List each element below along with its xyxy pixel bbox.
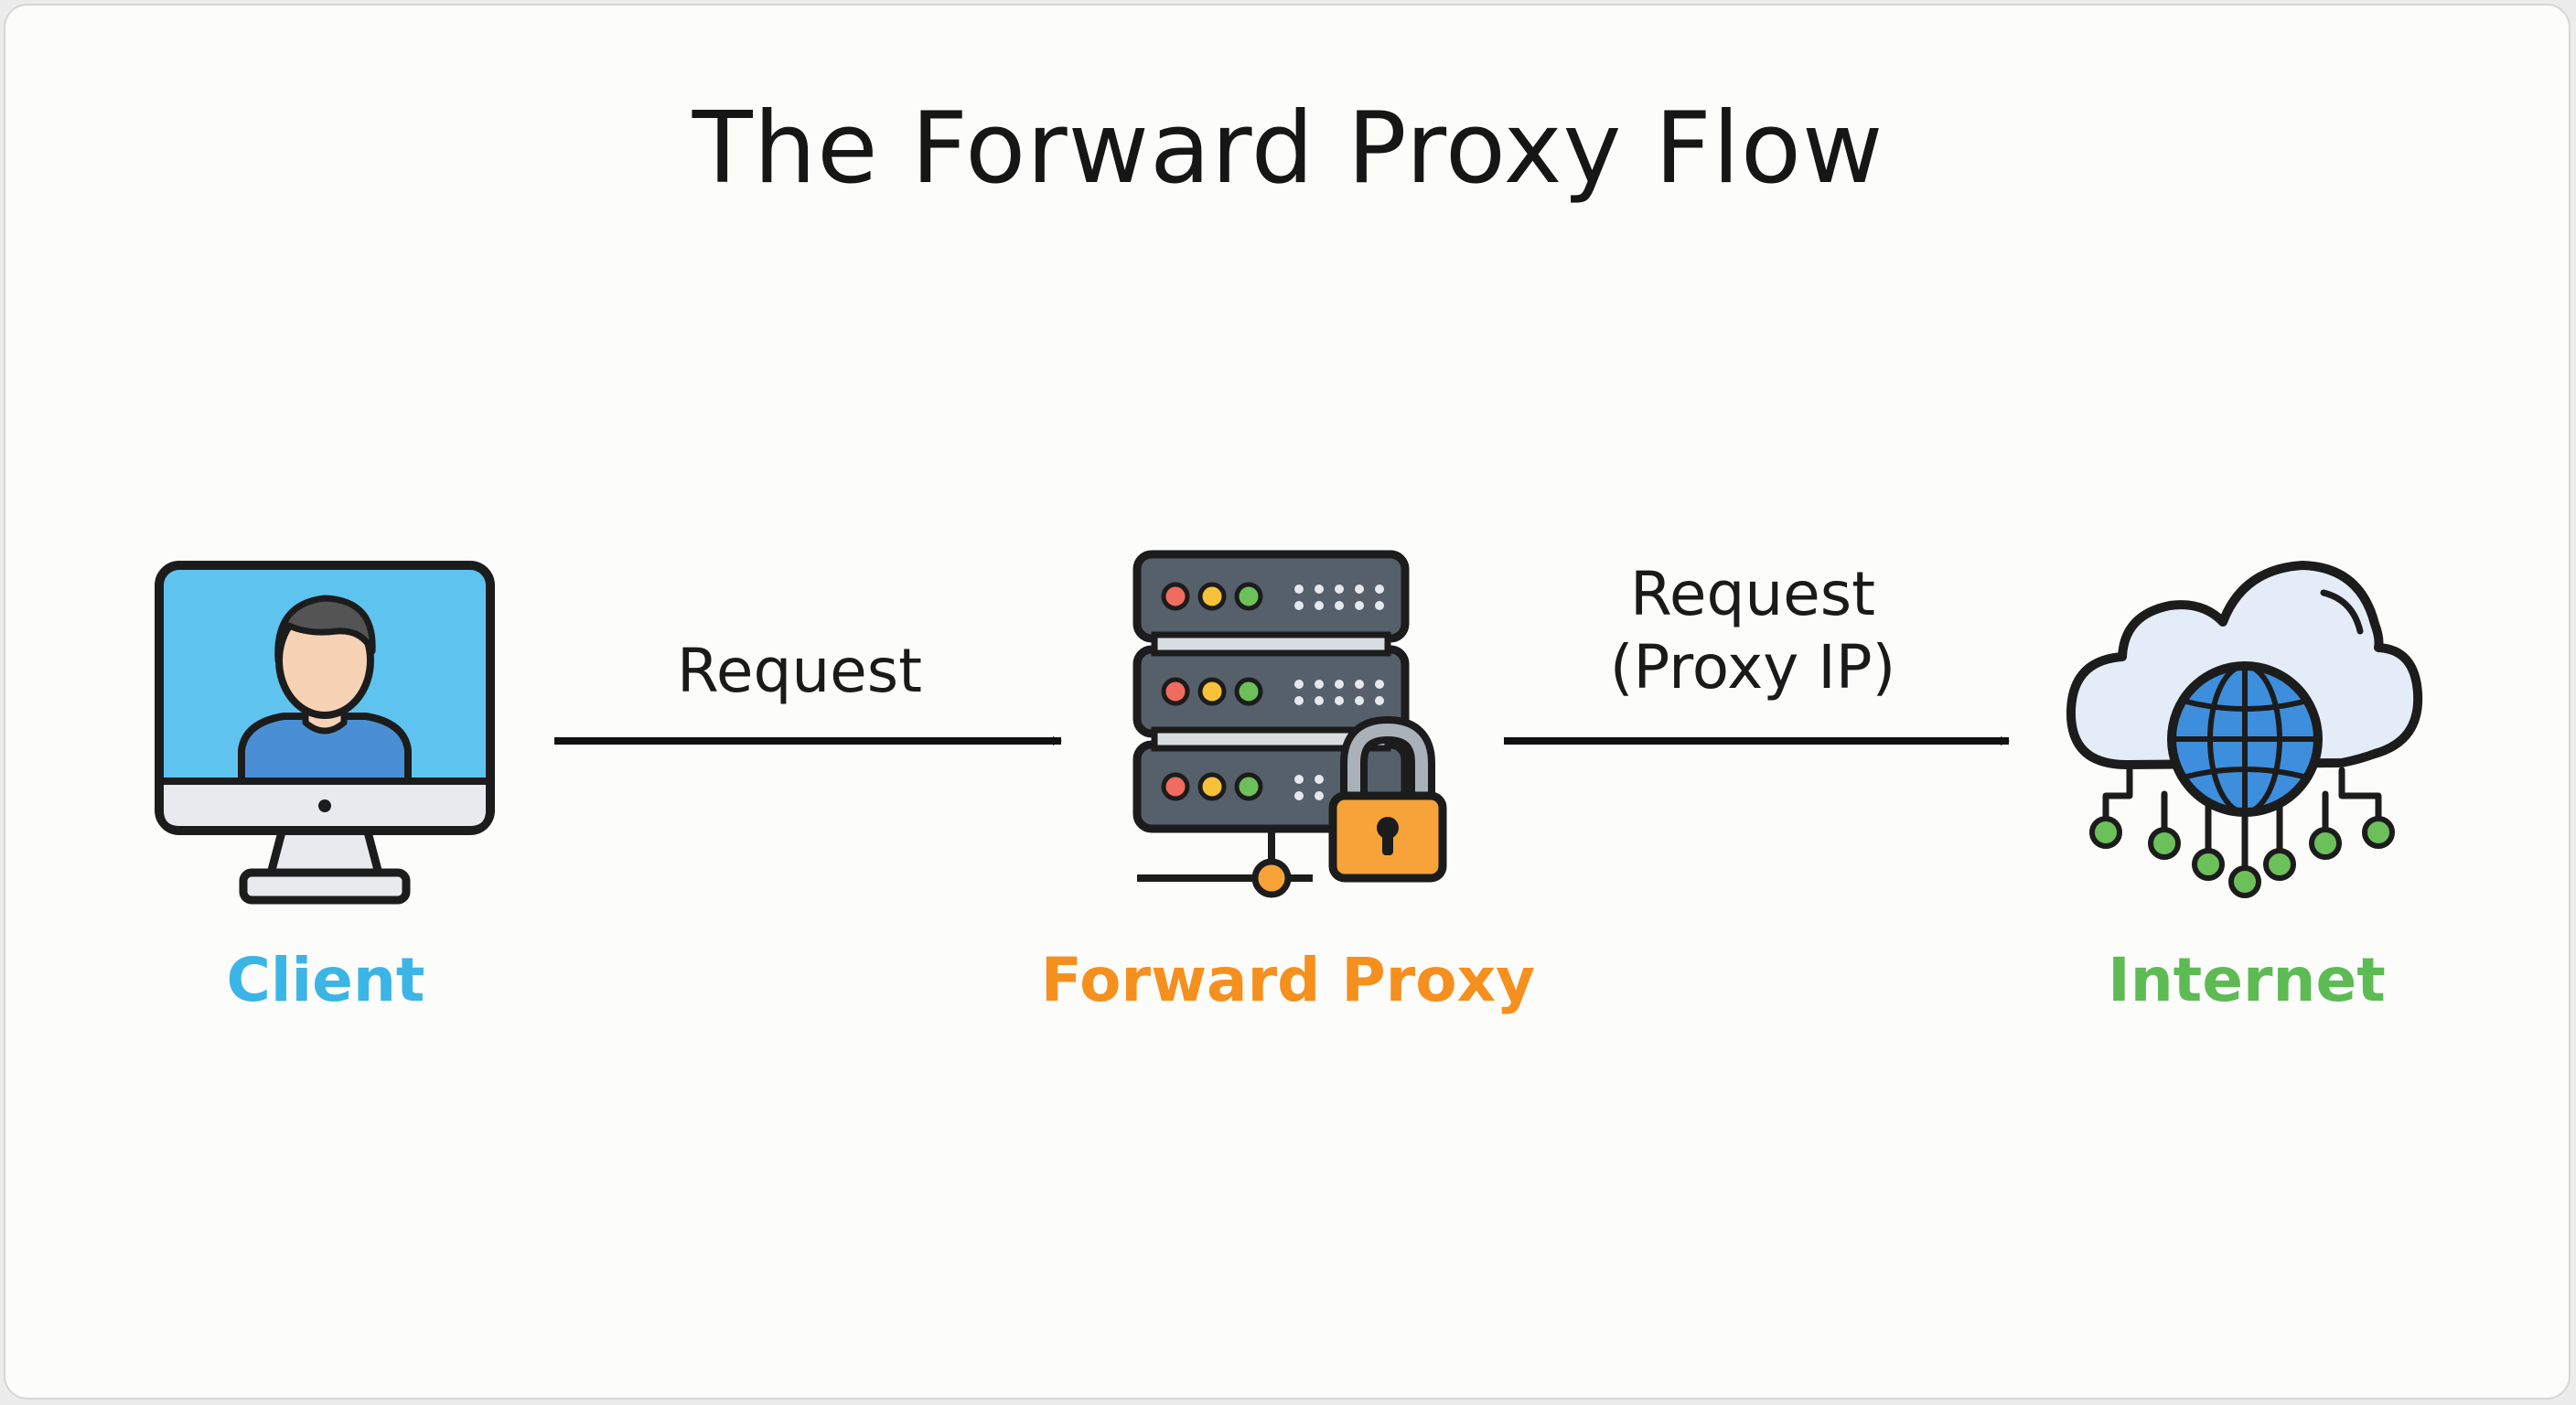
cloud-globe-icon <box>2066 561 2423 898</box>
edge-label-line: Request <box>1629 559 1876 629</box>
node-label-forward-proxy: Forward Proxy <box>1040 945 1536 1015</box>
edge-label-line: Request <box>676 636 923 706</box>
edge-label-client-proxy: Request <box>525 635 1074 708</box>
node-label-internet: Internet <box>2108 945 2386 1015</box>
node-label-client: Client <box>226 945 425 1015</box>
server-lock-icon <box>1132 550 1447 898</box>
edge-label-line: (Proxy IP) <box>1609 632 1896 702</box>
diagram-title: The Forward Proxy Flow <box>692 91 1884 206</box>
edge-label-proxy-internet: Request (Proxy IP) <box>1478 558 2027 704</box>
computer-user-icon <box>155 561 495 905</box>
